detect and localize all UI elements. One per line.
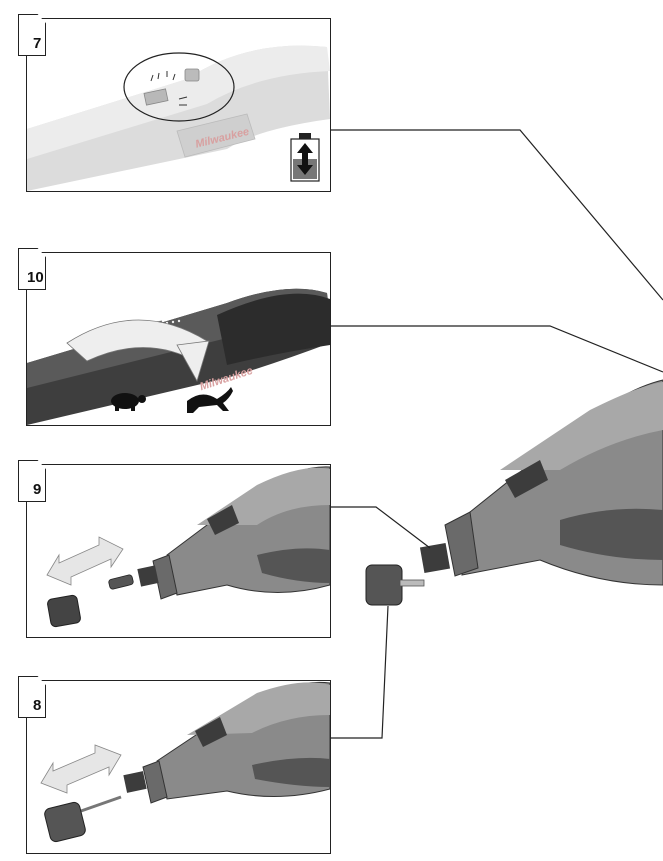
battery-icon [290, 133, 320, 182]
grinding-stone [365, 564, 403, 606]
collet [108, 574, 134, 590]
step-number-7: 7 [33, 35, 42, 52]
battery-indicator-illustration: Milwaukee [27, 45, 330, 191]
step-number-10: 10 [27, 269, 44, 286]
step-tab-7 [18, 14, 46, 56]
collet-nut [47, 594, 81, 628]
accessory-insert-illustration [40, 681, 330, 843]
panel-step-10: Milwaukee [26, 252, 331, 426]
led-rays [150, 71, 188, 106]
step-number-8: 8 [33, 697, 42, 714]
step-number-9: 9 [33, 481, 42, 498]
step-tab-8 [18, 676, 46, 718]
hare-icon [187, 387, 233, 413]
panel-step-8 [26, 680, 331, 854]
callout-circle [123, 52, 235, 122]
double-arrow-9 [46, 536, 124, 586]
step-tab-9 [18, 460, 46, 502]
collet-change-illustration [46, 466, 330, 628]
panel-step-7: Milwaukee [26, 18, 331, 192]
fuel-gauge [143, 88, 169, 106]
step-tab-10 [18, 248, 46, 290]
double-arrow-8 [40, 744, 122, 794]
main-tool-switch [505, 460, 548, 498]
main-rotary-tool [365, 379, 663, 606]
grinding-stone-8 [44, 801, 86, 843]
panel-step-9 [26, 464, 331, 638]
turtle-icon [111, 393, 146, 411]
speed-dial-illustration: Milwaukee [27, 288, 330, 425]
